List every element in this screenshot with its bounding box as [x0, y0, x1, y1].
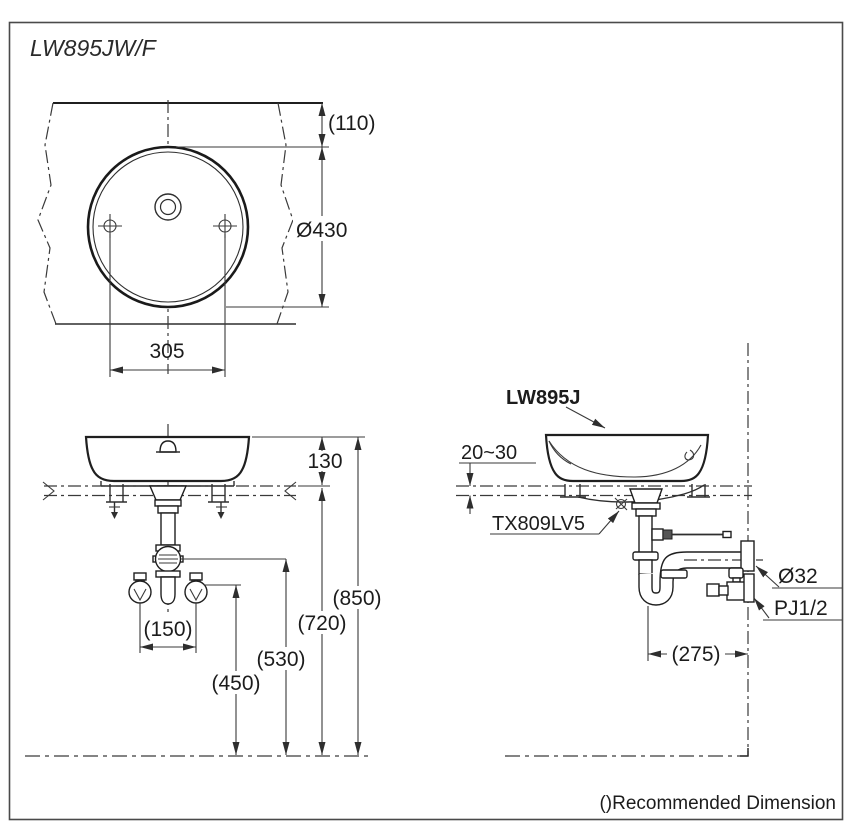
basin-profile: [544, 433, 710, 483]
label-drain-diameter: Ø32: [755, 565, 842, 589]
dim-supply-spacing-label: (150): [143, 618, 192, 641]
label-drain-fitting: TX809LV5: [490, 510, 620, 535]
basin-outer-rim: [86, 145, 250, 309]
angle-valve: [706, 567, 755, 603]
dim-counter-gap-label: 20~30: [461, 442, 517, 464]
dim-supply-height-label: (450): [211, 672, 260, 695]
dim-diameter-label: Ø430: [296, 219, 347, 242]
faucet-hole: [156, 440, 180, 453]
dim-counter-height-label: (720): [297, 612, 346, 635]
label-model: LW895J: [506, 387, 606, 429]
dim-offset-110: (110): [318, 103, 375, 147]
drain-fitting-label: TX809LV5: [492, 513, 585, 535]
break-line-right: [276, 102, 294, 325]
drain-assembly: [148, 485, 188, 605]
wall-flange: [740, 540, 755, 572]
model-label: LW895J: [506, 387, 580, 409]
dim-rim-height-label: (850): [332, 587, 381, 610]
counter-break-right: [284, 481, 297, 501]
supply-stop-left: [128, 572, 152, 604]
dim-wall-distance-label: (275): [671, 643, 720, 666]
basin-body: [84, 435, 251, 483]
wall-floor-corner: [740, 748, 749, 757]
dim-counter-gap: 20~30: [459, 442, 536, 514]
break-line-left: [37, 102, 57, 325]
dim-hole-spacing-label: 305: [149, 340, 184, 363]
dim-hole-spacing-305: 305: [110, 340, 225, 374]
top-view: (110) Ø430 305: [37, 100, 375, 377]
dim-diameter-430: Ø430: [293, 147, 351, 307]
bracket-marks: [560, 484, 710, 498]
side-view: 20~30 LW895J TX809LV5 Ø32 PJ1/2: [456, 343, 842, 757]
supply-stop-right: [184, 572, 208, 604]
bracket-right: [208, 484, 229, 519]
drain-diameter-label: Ø32: [778, 565, 818, 588]
footer-note: ()Recommended Dimension: [599, 793, 836, 814]
overflow-mark: [684, 449, 695, 461]
basin-inner-rim: [92, 151, 244, 303]
page-border: [8, 21, 844, 821]
bowl-interior-curve2: [548, 440, 572, 465]
dim-trap-height-530: (530): [253, 559, 309, 755]
label-supply-connection: PJ1/2: [753, 597, 842, 621]
dim-wall-distance-275: (275): [647, 606, 748, 666]
bracket-left: [106, 484, 127, 519]
supply-connection-label: PJ1/2: [774, 597, 828, 620]
bowl-underside-curve: [577, 484, 705, 503]
front-view: (150) (450) (530) 130 (720): [25, 424, 386, 757]
mount-hole-left: [98, 214, 122, 238]
page-title: LW895JW/F: [30, 35, 158, 61]
dim-trap-height-label: (530): [256, 648, 305, 671]
dim-counter-height-720: (720): [294, 488, 350, 755]
counter-break-left: [42, 481, 55, 501]
dim-basin-height-130: 130: [305, 437, 344, 485]
trap-assembly: [614, 488, 763, 606]
dim-supply-spacing-150: (150): [140, 618, 196, 651]
dim-supply-height-450: (450): [208, 585, 264, 755]
drain-outer: [154, 193, 182, 221]
dim-basin-height-label: 130: [307, 450, 342, 473]
bowl-interior-curve: [548, 440, 702, 478]
dim-offset-label: (110): [328, 112, 375, 135]
dim-rim-height-850: (850): [330, 437, 386, 755]
drain-inner: [159, 198, 177, 216]
